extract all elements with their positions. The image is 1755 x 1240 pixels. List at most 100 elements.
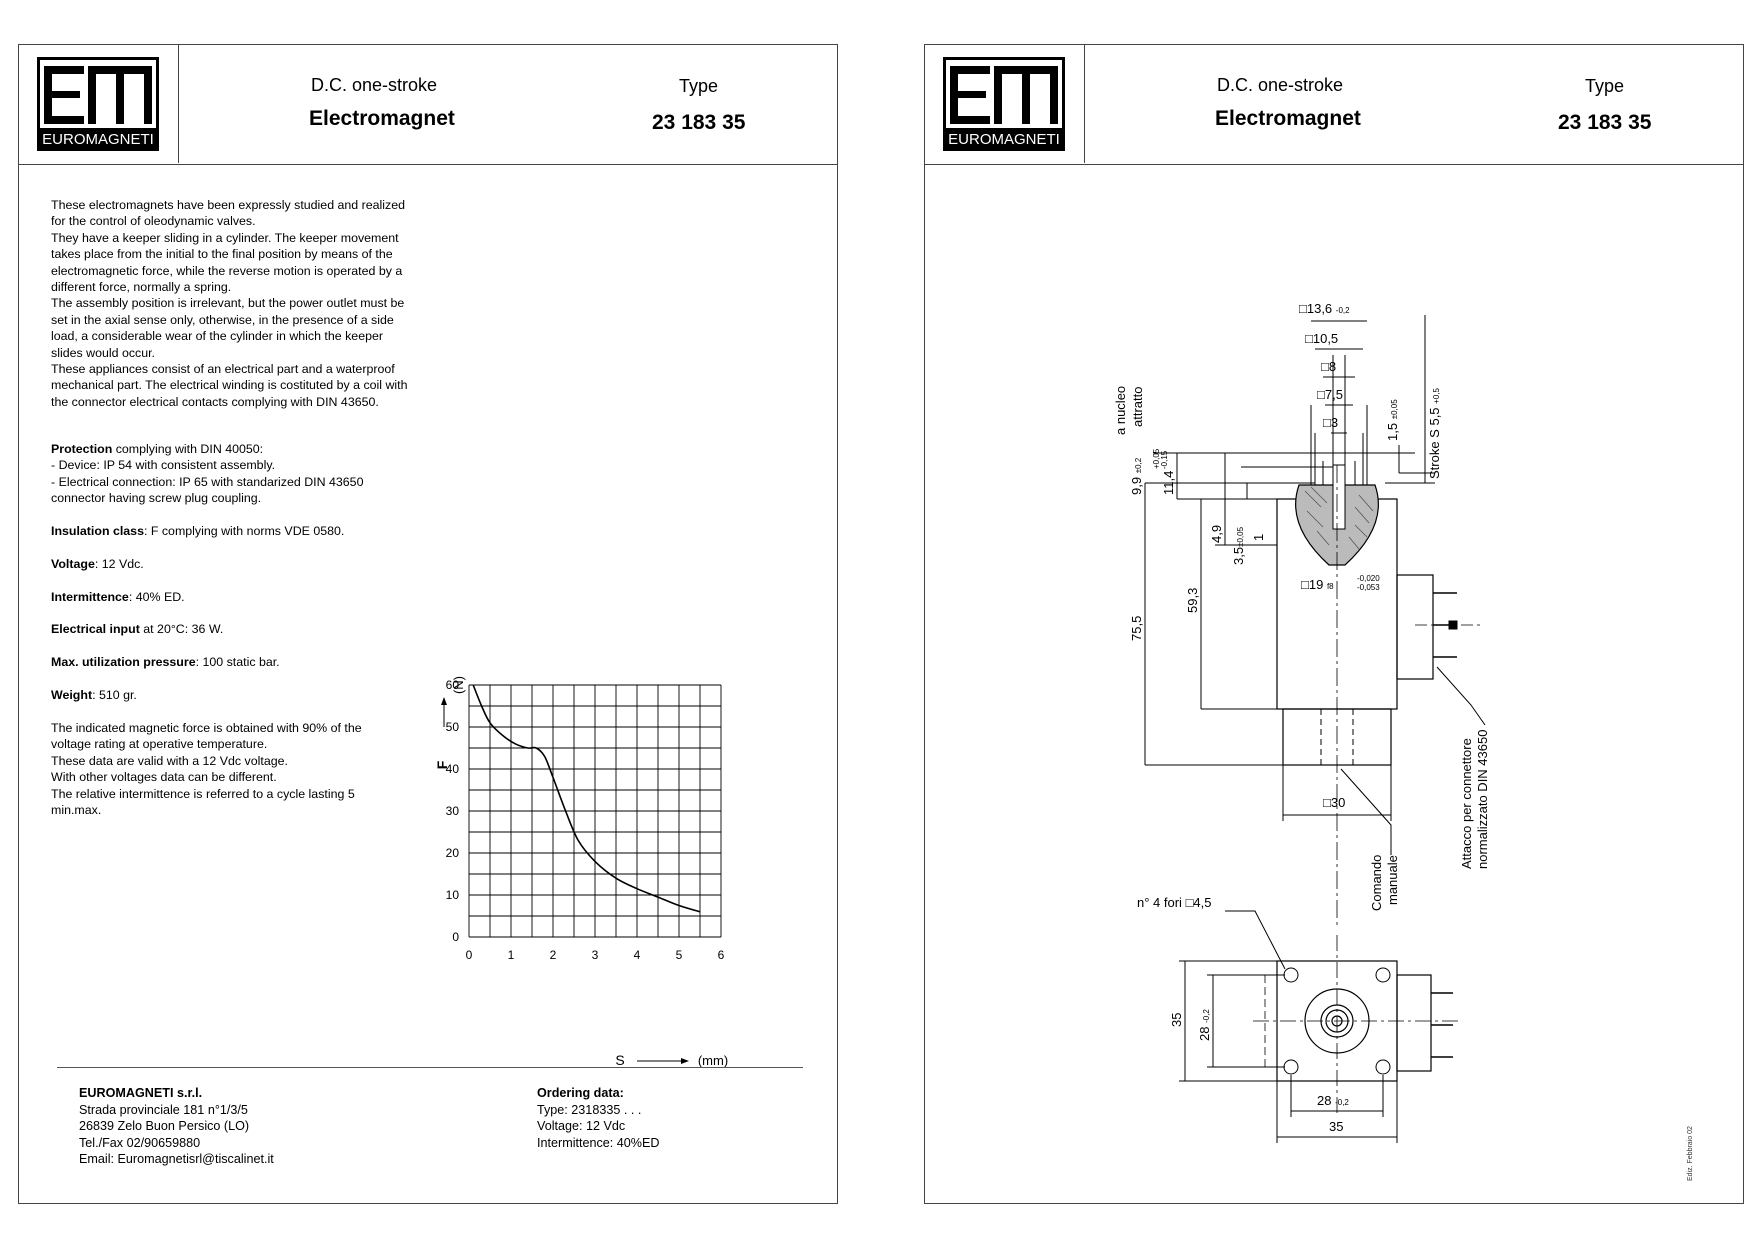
company-name: EUROMAGNETI s.r.l. [79,1086,203,1100]
y-tick-label: 40 [446,762,460,776]
y-tick-label: 50 [446,720,460,734]
company-address-2: 26839 Zelo Buon Persico (LO) [79,1119,250,1134]
header-subtitle: D.C. one-stroke [1217,75,1344,95]
spec-value: - Electrical connection: IP 65 with stan… [51,474,364,506]
push-pin [1332,464,1346,530]
leader-holes [1225,910,1286,970]
y-tick-label: 10 [446,888,460,902]
y-tick-label: 0 [452,930,459,944]
x-tick-label: 6 [718,948,725,962]
dim-text: □30 [1323,795,1345,810]
mounting-hole [1283,967,1299,983]
euromagneti-logo: EUROMAGNETI [943,57,1065,151]
ordering-intermittence: Intermittence: 40%ED [537,1135,660,1150]
leader-attacco [1436,666,1486,726]
spec-intermittence: Intermittence: 40% ED. [51,589,421,605]
type-number: 23 183 35 [652,111,746,134]
description-paragraph: The assembly position is irrelevant, but… [51,296,405,360]
technical-drawing: □13,6 -0,2 □10,5 □8 □7,5 □3 1,5 ±0,05 St… [1113,301,1490,1143]
type-number: 23 183 35 [1558,111,1652,134]
description: These electromagnets have been expressly… [51,197,411,410]
description-paragraph: They have a keeper sliding in a cylinder… [51,230,403,295]
dim-tolerance: +0,05 [1152,448,1161,469]
y-axis-arrowhead [441,697,447,705]
mounting-hole [1375,1059,1391,1075]
label-attratto: attratto [1130,387,1145,427]
euromagneti-logo: EUROMAGNETI [37,57,159,151]
y-axis-label: F [434,760,450,769]
label-din: normalizzato DIN 43650 [1475,730,1490,869]
dim-text: 75,5 [1129,616,1144,641]
y-tick-label: 60 [446,678,460,692]
x-tick-label: 5 [676,948,683,962]
spec-label: Max. utilization pressure [51,655,196,669]
dim-text: 1,5 ±0,05 [1385,399,1400,441]
connector-box [1396,574,1434,680]
spec-protection: Protection complying with DIN 40050: - D… [51,441,421,507]
spec-value: - Device: IP 54 with consistent assembly… [51,458,276,473]
note-line: These data are valid with a 12 Vdc volta… [51,753,288,768]
page-header: EUROMAGNETI D.C. one-stroke Electromagne… [19,45,837,165]
edition-note: Ediz. Febbraio 02 [1687,1126,1694,1181]
spec-value: : F complying with norms VDE 0580. [143,524,345,538]
footer-divider [57,1067,803,1068]
company-address-1: Strada provinciale 181 n°1/3/5 [79,1102,248,1117]
logo-cell: EUROMAGNETI [925,45,1085,163]
x-tick-label: 2 [550,948,557,962]
dim-tolerance: -0,053 [1357,583,1380,592]
x-axis-unit: (mm) [698,1053,728,1068]
page-header: EUROMAGNETI D.C. one-stroke Electromagne… [925,45,1743,165]
dim-text: 1 [1251,534,1266,541]
note-line: The indicated magnetic force is obtained… [51,721,362,752]
x-tick-label: 3 [592,948,599,962]
datasheet-page-description: EUROMAGNETI D.C. one-stroke Electromagne… [18,44,838,1204]
dim-tolerance: -0,020 [1357,574,1380,583]
spec-insulation: Insulation class: F complying with norms… [51,523,421,539]
dim-text: 3,5±0,05 [1231,526,1246,565]
logo-text: EUROMAGNETI [948,131,1060,148]
spec-label: Weight [51,688,93,702]
dim-text: □8 [1321,359,1336,374]
hatching [1304,486,1374,550]
spec-value: : 12 Vdc. [94,557,144,571]
spec-electrical-input: Electrical input at 20°C: 36 W. [51,621,421,637]
dim-text: □10,5 [1305,331,1338,346]
label-nucleo: a nucleo [1113,386,1128,435]
label-manuale: manuale [1385,855,1400,905]
force-curve [472,684,701,913]
spec-label: Insulation class [51,524,144,538]
dim-text: 35 [1329,1119,1343,1134]
x-tick-label: 0 [466,948,473,962]
company-email: Email: Euromagnetisrl@tiscalinet.it [79,1152,274,1167]
label-holes: n° 4 fori □4,5 [1137,895,1212,910]
spec-voltage: Voltage: 12 Vdc. [51,556,421,572]
company-phone: Tel./Fax 02/90659880 [79,1135,201,1150]
y-axis-unit: (N) [451,676,466,694]
y-tick-label: 30 [446,804,460,818]
ordering-data: Ordering data: Type: 2318335 . . . Volta… [537,1085,660,1151]
description-paragraph: These appliances consist of an electrica… [51,362,408,409]
company-info: EUROMAGNETI s.r.l. Strada provinciale 18… [79,1085,274,1168]
spec-label: Electrical input [51,622,140,636]
dim-text: 35 [1169,1013,1184,1027]
dim-text: □13,6 -0,2 [1299,301,1350,316]
note-line: With other voltages data can be differen… [51,770,277,785]
ordering-voltage: Voltage: 12 Vdc [537,1119,626,1134]
dimension-labels: □13,6 -0,2 □10,5 □8 □7,5 □3 1,5 ±0,05 St… [1113,301,1490,1134]
leader-comando [1340,768,1392,855]
top-view [1179,910,1461,1143]
dim-text: Stroke S 5,5 +0,5 [1427,387,1442,479]
dim-text: □7,5 [1317,387,1343,402]
spec-value: : 510 gr. [92,688,137,702]
dim-text: 9,9 ±0,2 [1129,457,1144,495]
dim-text: □3 [1323,415,1338,430]
em-logo-mark: EUROMAGNETI [40,60,156,148]
dim-text: □19 f8 [1301,577,1334,592]
spec-value: : 40% ED. [128,590,185,604]
header-subtitle: D.C. one-stroke [311,75,438,95]
logo-text: EUROMAGNETI [42,131,154,148]
ordering-type: Type: 2318335 . . . [537,1102,642,1117]
note-line: The relative intermittence is referred t… [51,786,355,818]
